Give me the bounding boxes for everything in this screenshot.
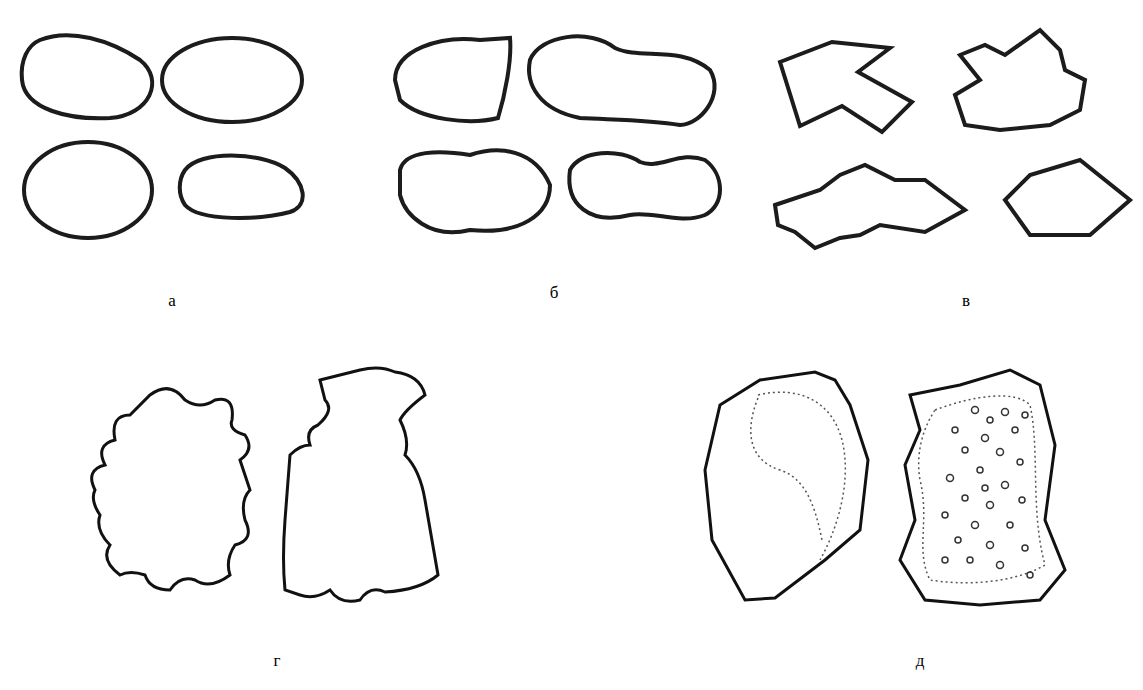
panel-letter: а [168, 292, 176, 309]
semi-rounded-grains [395, 36, 720, 232]
rounded-grains [22, 35, 303, 238]
zoned-grains [705, 370, 1065, 605]
angular-grains [775, 30, 1130, 248]
panel-letter: г [274, 652, 281, 669]
panel-letter: в [962, 292, 970, 309]
panel-letter: д [916, 652, 925, 669]
panel-letter: б [550, 284, 559, 301]
corroded-grains [92, 368, 438, 601]
